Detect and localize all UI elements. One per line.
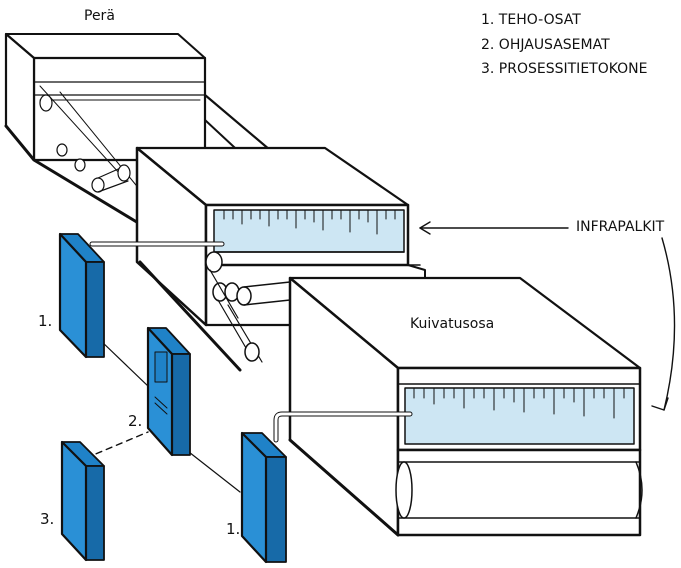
legend-item-teho-osat: 1. TEHO-OSAT [481, 12, 581, 28]
label-unit-prosessi: 3. [40, 510, 55, 528]
unit-teho-osa-bottom [240, 431, 287, 564]
infrapalkit-arrows [419, 221, 676, 411]
unit-ohjausasema [146, 326, 191, 457]
rear-section [4, 32, 272, 226]
middle-section [135, 146, 426, 372]
middle-panel-ticks [223, 209, 396, 235]
label-infrapalkit: INFRAPALKIT [576, 219, 665, 235]
dryer-panel-ticks [413, 387, 625, 419]
dryer-section [288, 276, 643, 537]
label-unit-teho-bottom: 1. [226, 520, 241, 538]
legend-item-prosessitietokone: 3. PROSESSITIETOKONE [481, 61, 648, 77]
label-kuivatusosa: Kuivatusosa [410, 316, 495, 332]
legend: 1. TEHO-OSAT 2. OHJAUSASEMAT 3. PROSESSI… [481, 8, 647, 82]
connection-lines [85, 241, 413, 493]
unit-prosessitietokone [60, 440, 105, 562]
label-unit-ohjaus: 2. [128, 412, 143, 430]
legend-item-ohjausasemat: 2. OHJAUSASEMAT [481, 36, 610, 53]
unit-teho-osa-top [58, 232, 105, 359]
label-unit-teho-top: 1. [38, 312, 53, 330]
label-pera: Perä [84, 8, 115, 24]
